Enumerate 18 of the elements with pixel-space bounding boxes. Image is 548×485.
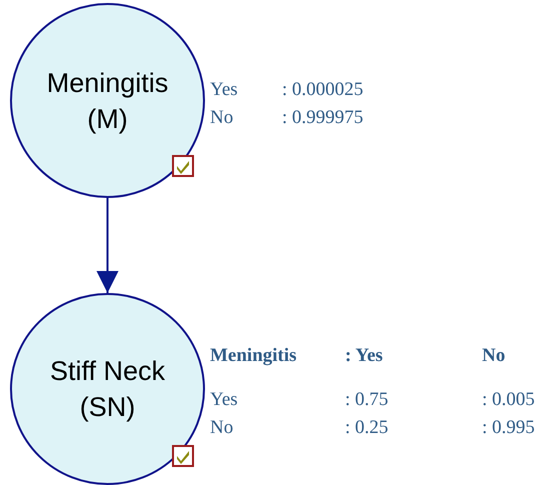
node-circle — [10, 3, 205, 198]
table-header: : Yes — [345, 345, 383, 367]
table-header: Meningitis — [210, 345, 297, 367]
table-cell: : 0.25 — [345, 417, 388, 439]
table-cell: : 0.000025 — [282, 79, 364, 101]
table-cell: : 0.995 — [482, 417, 535, 439]
table-cell: Yes — [210, 389, 238, 411]
table-cell: : 0.005 — [482, 389, 535, 411]
table-cell: No — [210, 107, 234, 129]
table-cell: : 0.75 — [345, 389, 388, 411]
node-circle — [10, 293, 205, 485]
arrow — [96, 198, 118, 293]
table-header: No — [482, 345, 506, 367]
table-cell: : 0.999975 — [282, 107, 364, 129]
table-cell: Yes — [210, 79, 238, 101]
table-cell: No — [210, 417, 234, 439]
node-label: Stiff Neck (SN) — [48, 355, 166, 424]
node-label: Meningitis (M) — [46, 66, 170, 136]
